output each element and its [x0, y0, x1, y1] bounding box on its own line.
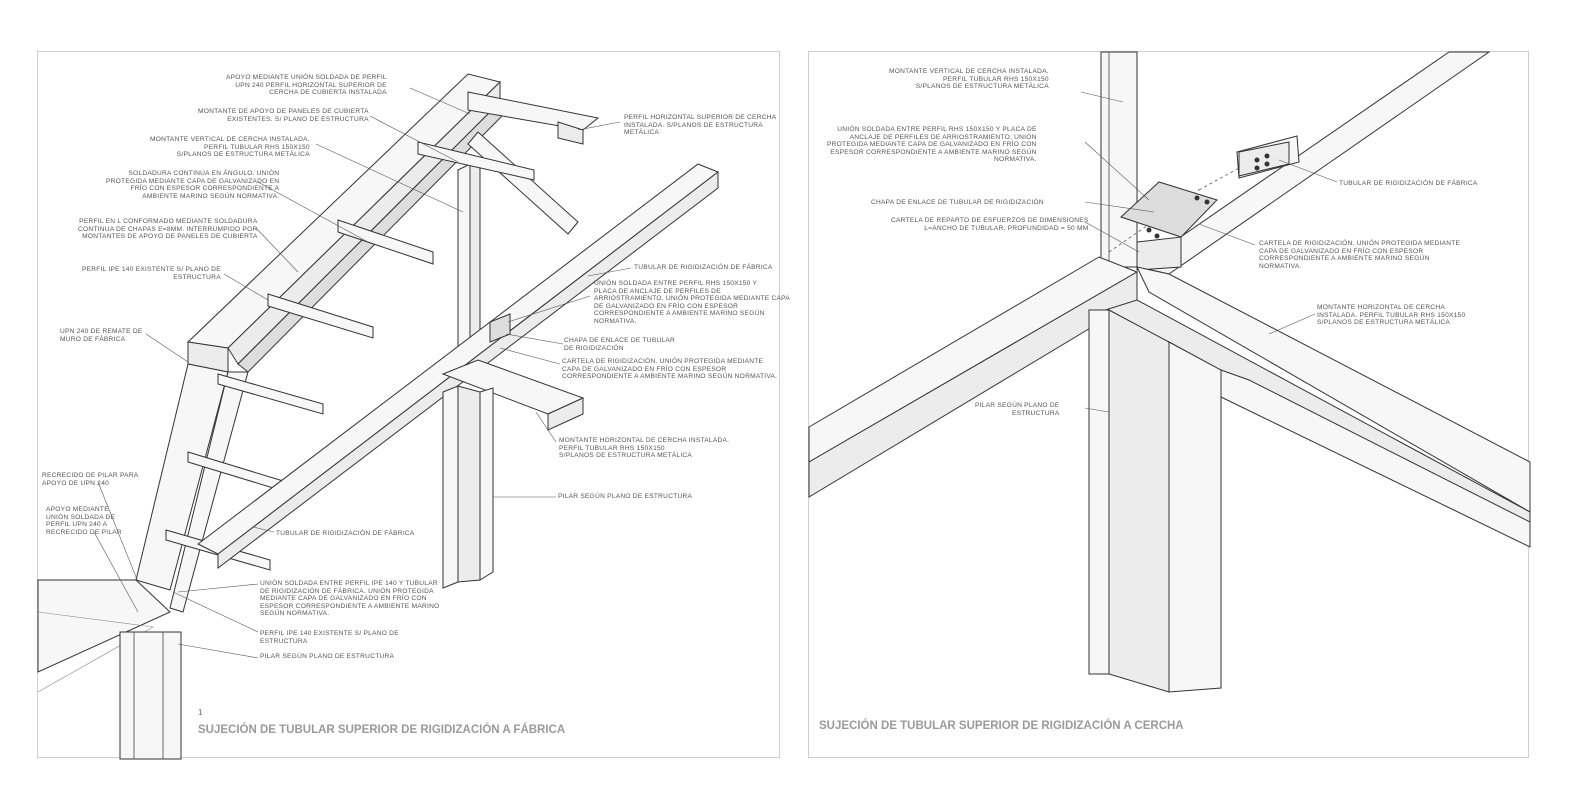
- note-chapa-enlace: CHAPA DE ENLACE DE TUBULAR DE RIGIDIZACI…: [871, 199, 1044, 206]
- hidden-line-1: [1198, 167, 1240, 191]
- note-montante-apoyo: MONTANTE DE APOYO DE PANELES DE CUBIERTA…: [198, 108, 369, 123]
- detail-panel-cercha: MONTANTE VERTICAL DE CERCHA INSTALADA. P…: [808, 51, 1531, 758]
- note-soldadura-continua: SOLDADURA CONTINUA EN ÁNGULO. UNIÓN PROT…: [106, 170, 280, 200]
- ipe-140-purlin-2: [337, 219, 434, 265]
- note-montante-vertical: MONTANTE VERTICAL DE CERCHA INSTALADA. P…: [889, 68, 1049, 91]
- pilar-flange-2: [1168, 341, 1222, 693]
- bolt-3: [1254, 165, 1260, 171]
- note-union-rhs: UNIÓN SOLDADA ENTRE PERFIL RHS 150X150 Y…: [594, 280, 790, 325]
- note-pilar: PILAR SEGÚN PLANO DE ESTRUCTURA: [975, 402, 1060, 417]
- truss-diagonal: [467, 131, 579, 235]
- leader-lines-left: [93, 87, 632, 659]
- note-montante-horizontal: MONTANTE HORIZONTAL DE CERCHA INSTALADA.…: [1317, 304, 1466, 327]
- note-montante-horizontal: MONTANTE HORIZONTAL DE CERCHA INSTALADA.…: [559, 437, 730, 460]
- pilar-flange-1: [1088, 309, 1110, 675]
- note-cartela-rigidizacion: CARTELA DE RIGIDIZACIÓN. UNIÓN PROTEGIDA…: [1259, 240, 1461, 270]
- chapa-enlace: [489, 313, 511, 343]
- bolt-1: [1254, 157, 1260, 163]
- wall-lower-slope: [135, 363, 229, 591]
- ipe-140-purlin-4: [217, 373, 324, 415]
- pilar-right-web: [457, 385, 481, 583]
- note-montante-vertical: MONTANTE VERTICAL DE CERCHA INSTALADA. P…: [150, 136, 310, 159]
- ipe-140-purlin-3: [267, 293, 374, 339]
- truss-top-end: [557, 121, 584, 145]
- pilar-left: [119, 631, 182, 760]
- note-upn-remate: UPN 240 DE REMATE DE MURO DE FÁBRICA: [60, 328, 143, 343]
- ipe-140-purlin-1: [417, 141, 535, 181]
- note-cartela-reparto: CARTELA DE REPARTO DE ESFUERZOS DE DIMEN…: [891, 217, 1089, 232]
- leader-lines-right: [1080, 91, 1338, 413]
- bolt-2: [1264, 153, 1270, 159]
- cartela: [1136, 236, 1182, 271]
- plate-bolt-4: [1154, 233, 1160, 239]
- pilar-right-flange-1: [442, 385, 459, 589]
- note-tubular-1: TUBULAR DE RIGIDIZACIÓN DE FÁBRICA: [634, 264, 773, 271]
- pilar-right-flange-2: [479, 387, 494, 581]
- note-recrecido: RECRECIDO DE PILAR PARA APOYO DE UPN 240: [42, 472, 139, 487]
- note-cartela: CARTELA DE RIGIDIZACIÓN. UNIÓN PROTEGIDA…: [562, 358, 778, 381]
- tubular-inferior: [808, 256, 1139, 463]
- detail-panel-fabrica: APOYO MEDIANTE UNIÓN SOLDADA DE PERFIL U…: [37, 51, 790, 760]
- isometric-drawing-cercha: [808, 51, 1531, 693]
- title-fabrica: SUJECIÓN DE TUBULAR SUPERIOR DE RIGIDIZA…: [198, 724, 566, 736]
- truss-vertical-member: [457, 163, 471, 369]
- note-ipe-existente: PERFIL IPE 140 EXISTENTE S/ PLANO DE EST…: [260, 630, 399, 645]
- montante-horizontal-end: [547, 397, 584, 431]
- chapa-enlace: [1120, 181, 1218, 238]
- title-cercha: SUJECIÓN DE TUBULAR SUPERIOR DE RIGIDIZA…: [819, 720, 1184, 732]
- left-roof-section: [37, 579, 171, 673]
- note-chapa-enlace: CHAPA DE ENLACE DE TUBULAR DE RIGIDIZACI…: [564, 337, 676, 352]
- note-apoyo-upn: APOYO MEDIANTE UNIÓN SOLDADA DE PERFIL U…: [226, 74, 387, 97]
- l-profile-lower: [169, 371, 249, 613]
- note-union-ipe: UNIÓN SOLDADA ENTRE PERFIL IPE 140 Y TUB…: [260, 580, 440, 618]
- left-roof-lines: [37, 611, 154, 693]
- plate-bolt-2: [1204, 199, 1210, 205]
- note-tubular-fabrica: TUBULAR DE RIGIDIZACIÓN DE FÁBRICA: [1339, 180, 1478, 187]
- detail-mark: 1: [198, 708, 203, 717]
- note-ipe-140: PERFIL IPE 140 EXISTENTE S/ PLANO DE EST…: [82, 266, 221, 281]
- note-perfil-horizontal: PERFIL HORIZONTAL SUPERIOR DE CERCHA INS…: [624, 114, 777, 137]
- note-union-rhs: UNIÓN SOLDADA ENTRE PERFIL RHS 150X150 Y…: [827, 126, 1037, 164]
- tubular-inferior-side: [808, 271, 1138, 498]
- note-pilar-right: PILAR SEGÚN PLANO DE ESTRUCTURA: [558, 493, 693, 500]
- bolt-4: [1264, 161, 1270, 167]
- plate-bolt-3: [1146, 227, 1152, 233]
- pilar-web: [1108, 309, 1170, 693]
- isometric-drawing-fabrica: [37, 73, 720, 760]
- montante-horizontal: [1136, 266, 1531, 513]
- note-tubular-2: TUBULAR DE RIGIDIZACIÓN DE FÁBRICA: [276, 530, 415, 537]
- note-perfil-l: PERFIL EN L CONFORMADO MEDIANTE SOLDADUR…: [78, 218, 258, 241]
- note-pilar-left: PILAR SEGÚN PLANO DE ESTRUCTURA: [260, 653, 395, 660]
- note-apoyo-recrecido: APOYO MEDIANTE UNIÓN SOLDADA DE PERFIL U…: [46, 506, 122, 536]
- diagonal-inferior: [1220, 369, 1531, 548]
- plate-bolt-1: [1194, 195, 1200, 201]
- montante-vertical: [1100, 51, 1138, 268]
